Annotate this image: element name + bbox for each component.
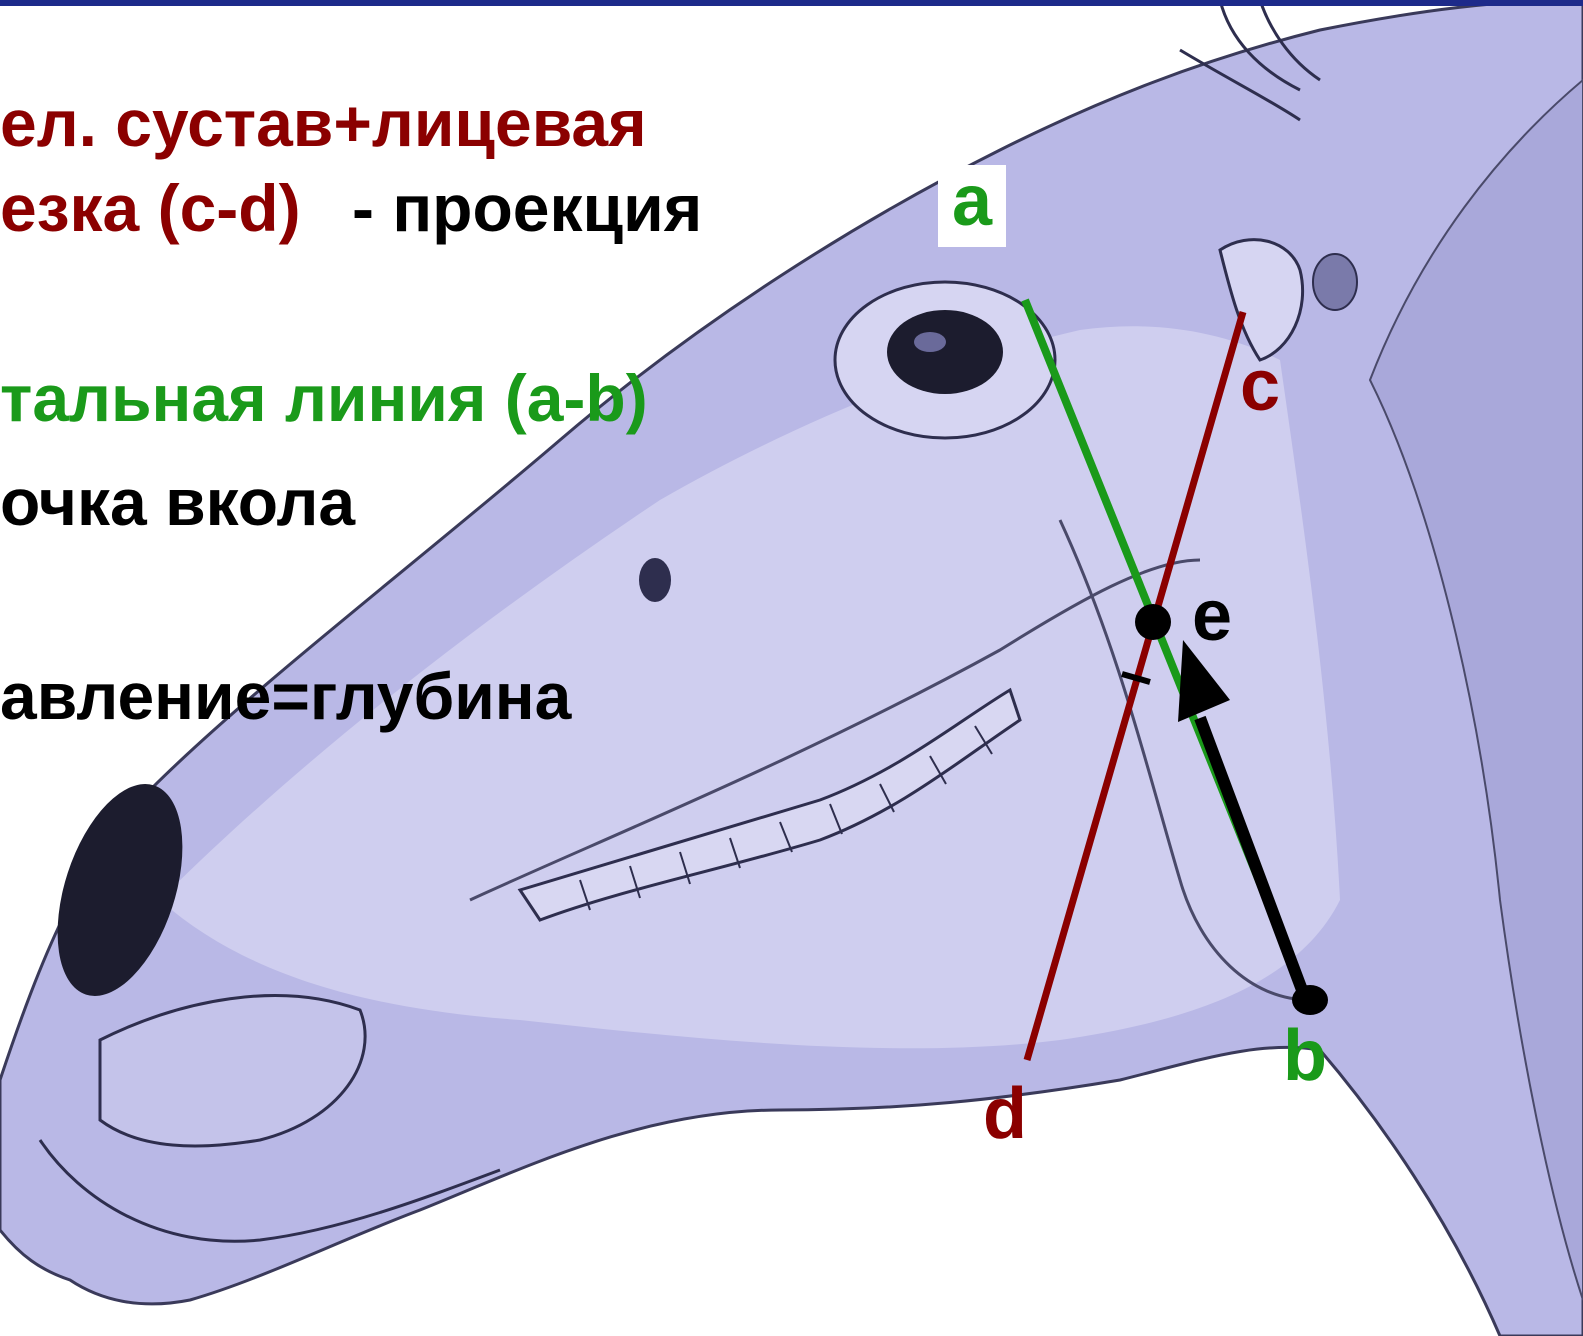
text-line-notch-red: езка (c-d): [0, 170, 301, 246]
infraorbital-foramen: [639, 558, 671, 602]
title-bar-stripe: [0, 0, 1583, 6]
label-d: d: [983, 1078, 1027, 1150]
text-line-injection-point: очка вкола: [0, 464, 355, 540]
label-a: a: [938, 165, 1006, 247]
text-line-projection: - проекция: [352, 170, 702, 246]
eye: [887, 310, 1003, 394]
text-line-joint: ел. сустав+лицевая: [0, 85, 647, 161]
ear-opening: [1313, 254, 1357, 310]
label-c: c: [1240, 350, 1280, 422]
label-b: b: [1283, 1020, 1327, 1092]
point-b-marker: [1292, 985, 1328, 1015]
eye-highlight: [914, 332, 946, 352]
label-e: e: [1192, 580, 1232, 652]
text-line-horizontal: тальная линия (a-b): [0, 360, 648, 436]
text-line-direction-depth: авление=глубина: [0, 658, 571, 734]
point-e-marker: [1135, 604, 1171, 640]
